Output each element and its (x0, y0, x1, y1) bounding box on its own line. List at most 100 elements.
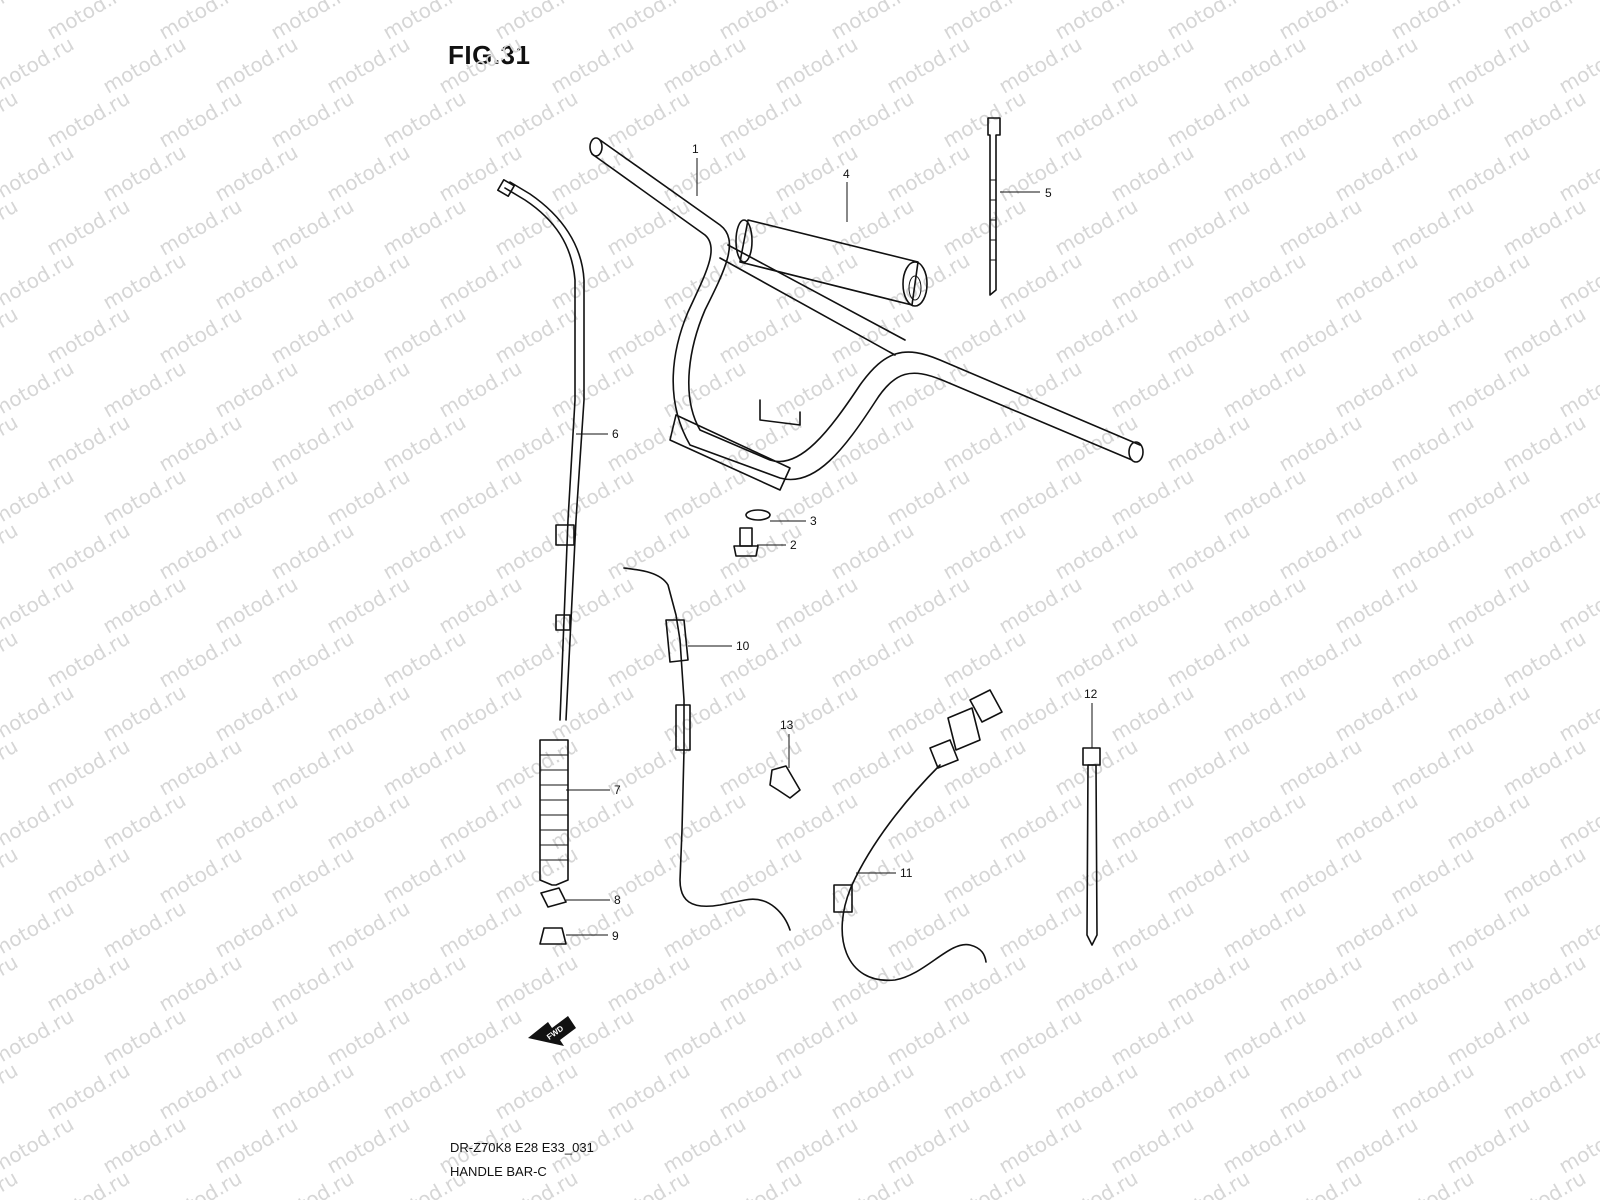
watermark-text: motod.ru (939, 410, 1030, 477)
cap-part[interactable] (540, 887, 567, 908)
watermark-text: motod.ru (1275, 1058, 1366, 1125)
watermark-text: motod.ru (43, 626, 134, 693)
handlebar-part[interactable] (589, 137, 1144, 491)
watermark-text: motod.ru (1219, 680, 1310, 747)
watermark-text: motod.ru (155, 410, 246, 477)
watermark-text: motod.ru (43, 950, 134, 1017)
watermark-text: motod.ru (435, 140, 526, 207)
watermark-text: motod.ru (883, 464, 974, 531)
watermark-text: motod.ru (1387, 626, 1478, 693)
watermark-text: motod.ru (1107, 896, 1198, 963)
brake-cable-part[interactable] (497, 179, 585, 721)
watermark-text: motod.ru (1499, 410, 1590, 477)
watermark-text: motod.ru (1107, 1112, 1198, 1179)
washer-part[interactable] (745, 509, 771, 521)
watermark-text: motod.ru (267, 194, 358, 261)
watermark-text: motod.ru (771, 572, 862, 639)
watermark-text: motod.ru (1275, 302, 1366, 369)
watermark-text: motod.ru (43, 410, 134, 477)
watermark-text: motod.ru (323, 1112, 414, 1179)
watermark-text: motod.ru (715, 950, 806, 1017)
watermark-text: motod.ru (939, 302, 1030, 369)
watermark-text: motod.ru (603, 86, 694, 153)
watermark-text: motod.ru (1443, 680, 1534, 747)
watermark-text: motod.ru (939, 1058, 1030, 1125)
watermark-text: motod.ru (323, 248, 414, 315)
watermark-text: motod.ru (1051, 302, 1142, 369)
watermark-text: motod.ru (939, 842, 1030, 909)
watermark-text: motod.ru (323, 896, 414, 963)
watermark-text: motod.ru (995, 896, 1086, 963)
watermark-text: motod.ru (155, 194, 246, 261)
watermark-text: motod.ru (771, 32, 862, 99)
watermark-text: motod.ru (1499, 194, 1590, 261)
watermark-text: motod.ru (211, 32, 302, 99)
watermark-text: motod.ru (0, 194, 22, 261)
watermark-text: motod.ru (323, 356, 414, 423)
callout-10: 10 (736, 639, 750, 653)
watermark-text: motod.ru (0, 32, 78, 99)
diagram-name: HANDLE BAR-C (450, 1164, 547, 1179)
callout-4: 4 (843, 167, 850, 181)
watermark-text: motod.ru (1443, 896, 1534, 963)
watermark-text: motod.ru (659, 32, 750, 99)
watermark-text: motod.ru (435, 896, 526, 963)
nut-part[interactable] (539, 927, 567, 945)
watermark-text: motod.ru (1331, 1004, 1422, 1071)
watermark-text: motod.ru (1051, 194, 1142, 261)
watermark-text: motod.ru (1107, 140, 1198, 207)
watermark-text: motod.ru (827, 1058, 918, 1125)
watermark-text: motod.ru (1331, 1112, 1422, 1179)
watermark-text: motod.ru (827, 410, 918, 477)
watermark-text: motod.ru (323, 464, 414, 531)
watermark-text: motod.ru (379, 86, 470, 153)
watermark-text: motod.ru (43, 842, 134, 909)
watermark-text: motod.ru (0, 518, 22, 585)
watermark-text: motod.ru (155, 626, 246, 693)
watermark-text: motod.ru (0, 248, 78, 315)
watermark-text: motod.ru (435, 572, 526, 639)
throttle-cable-part[interactable] (623, 567, 791, 931)
watermark-text: motod.ru (1163, 1166, 1254, 1200)
watermark-text: motod.ru (827, 626, 918, 693)
watermark-text: motod.ru (435, 680, 526, 747)
choke-cable-part[interactable] (833, 689, 1003, 982)
watermark-text: motod.ru (995, 248, 1086, 315)
watermark-text: motod.ru (1443, 1112, 1534, 1179)
watermark-text: motod.ru (547, 140, 638, 207)
cable-tie-part[interactable] (1082, 747, 1101, 946)
watermark-text: motod.ru (211, 680, 302, 747)
watermark-text: motod.ru (995, 680, 1086, 747)
watermark-text: motod.ru (771, 1004, 862, 1071)
watermark-text: motod.ru (0, 788, 78, 855)
callout-11: 11 (900, 866, 913, 880)
watermark-text: motod.ru (1219, 572, 1310, 639)
watermark-text: motod.ru (547, 464, 638, 531)
cable-boot-part[interactable] (539, 739, 569, 886)
watermark-text: motod.ru (0, 302, 22, 369)
bolt-part[interactable] (733, 527, 759, 557)
watermark-text: motod.ru (715, 302, 806, 369)
strap-part[interactable] (987, 117, 1001, 296)
clamp-part[interactable] (769, 765, 801, 799)
watermark-text: motod.ru (995, 572, 1086, 639)
watermark-text: motod.ru (267, 842, 358, 909)
watermark-text: motod.ru (771, 1112, 862, 1179)
watermark-text: motod.ru (1051, 626, 1142, 693)
watermark-text: motod.ru (1051, 518, 1142, 585)
watermark-text: motod.ru (379, 518, 470, 585)
watermark-text: motod.ru (995, 1112, 1086, 1179)
watermark-text: motod.ru (43, 302, 134, 369)
watermark-text: motod.ru (1443, 248, 1534, 315)
watermark-text: motod.ru (99, 248, 190, 315)
watermark-text: motod.ru (547, 356, 638, 423)
watermark-text: motod.ru (211, 140, 302, 207)
watermark-text: motod.ru (1499, 1166, 1590, 1200)
watermark-text: motod.ru (0, 896, 78, 963)
watermark-text: motod.ru (939, 1166, 1030, 1200)
diagram-code: DR-Z70K8 E28 E33_031 (450, 1140, 594, 1155)
watermark-text: motod.ru (1107, 788, 1198, 855)
handlebar-pad-part[interactable] (735, 219, 928, 307)
watermark-text: motod.ru (771, 356, 862, 423)
